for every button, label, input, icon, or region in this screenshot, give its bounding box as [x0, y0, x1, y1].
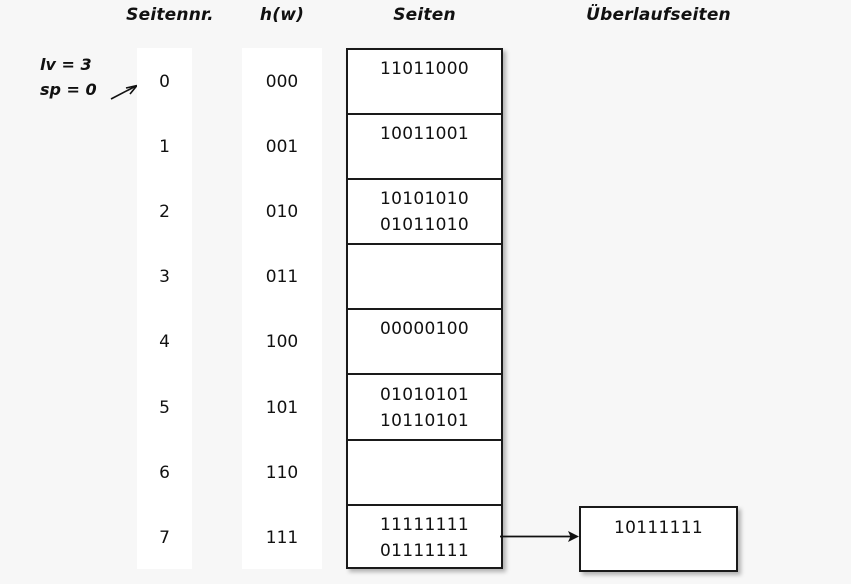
seiten-bucket-row: 00000100	[348, 310, 501, 376]
seitennr-column-panel	[137, 48, 192, 569]
seitennr-cell: 4	[159, 332, 170, 353]
seitennr-cell: 6	[159, 462, 170, 483]
hw-cell: 110	[265, 462, 299, 483]
seiten-table: 11011000 10011001 10101010 01011010 00000100…	[346, 48, 503, 569]
overflow-entry: 10111111	[614, 518, 703, 538]
seiten-entry: 10011001	[380, 124, 469, 145]
parameter-sp: sp = 0	[40, 80, 97, 99]
seiten-bucket-row	[348, 441, 501, 506]
seiten-entry: 10101010	[380, 189, 469, 210]
hw-cell: 011	[265, 267, 299, 288]
seiten-bucket-row: 10011001	[348, 115, 501, 181]
hw-cell: 100	[265, 332, 299, 353]
parameter-lv: lv = 3	[40, 55, 92, 74]
seitennr-cell: 2	[159, 202, 170, 223]
overflow-page-box: 10111111	[579, 506, 738, 572]
seitennr-cell: 3	[159, 267, 170, 288]
seitennr-cell: 7	[159, 527, 170, 548]
seiten-bucket-row: 01010101 10110101	[348, 376, 501, 441]
column-header-seiten: Seiten	[393, 5, 456, 25]
seiten-bucket-row: 11111111 01111111	[348, 506, 501, 571]
seitennr-cell: 5	[159, 397, 170, 418]
arrow-right-icon	[110, 84, 138, 100]
seiten-bucket-row: 10101010 01011010	[348, 180, 501, 246]
hw-cell: 111	[265, 527, 299, 548]
seitennr-cell: 1	[159, 137, 170, 158]
hw-cell: 010	[265, 202, 299, 223]
column-header-ueberlaufseiten: Überlaufseiten	[586, 5, 731, 25]
seiten-entry: 11011000	[380, 59, 469, 79]
seiten-entry: 01111111	[380, 540, 469, 561]
seiten-entry: 00000100	[380, 319, 469, 340]
hw-cell: 000	[265, 72, 299, 92]
seiten-bucket-row	[348, 245, 501, 311]
arrow-right-icon	[500, 531, 579, 542]
column-header-hw: h(w)	[259, 5, 305, 25]
hw-column-panel	[242, 48, 322, 569]
seiten-bucket-row: 11011000	[348, 50, 501, 116]
column-header-seitennr: Seitennr.	[126, 5, 214, 25]
seitennr-cell: 0	[159, 72, 170, 92]
seiten-entry: 01010101	[380, 384, 469, 405]
seiten-entry: 11111111	[380, 514, 469, 535]
hw-cell: 001	[265, 137, 299, 158]
hash-parameters: lv = 3 sp = 0	[40, 52, 97, 102]
seiten-entry: 01011010	[380, 215, 469, 236]
hw-cell: 101	[265, 397, 299, 418]
seiten-entry: 10110101	[380, 410, 469, 431]
